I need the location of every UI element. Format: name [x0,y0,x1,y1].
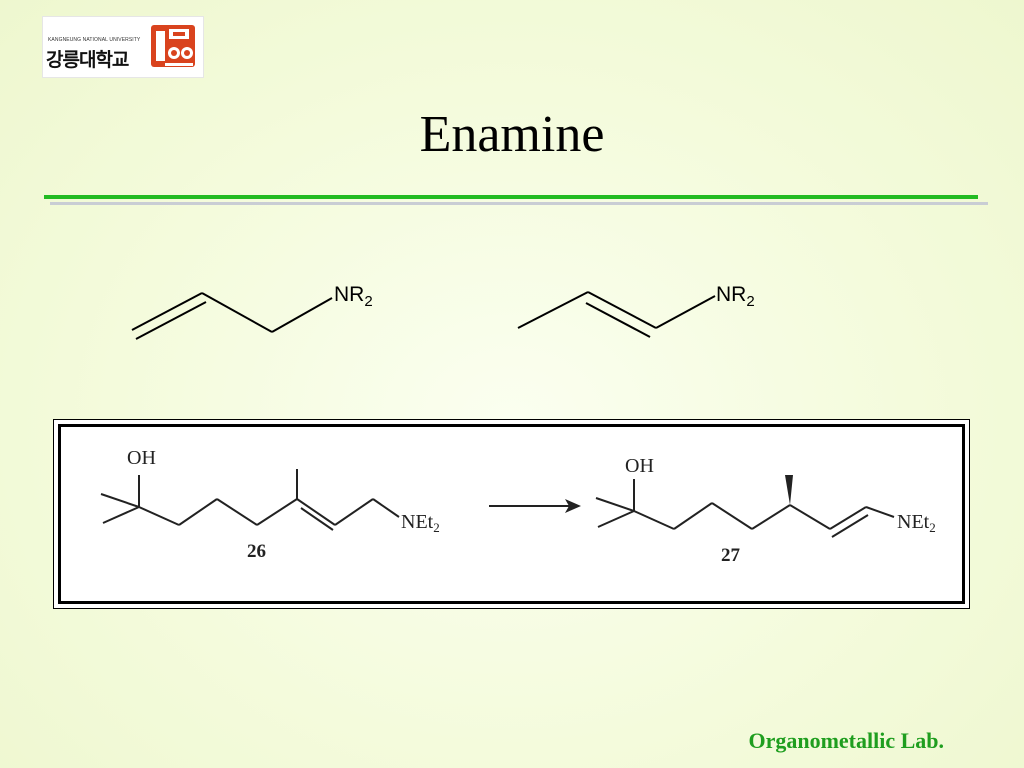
right-amine-subscript: 2 [746,293,755,310]
left-amine-group: NR [334,283,365,306]
university-logo-icon [151,25,195,67]
left-amine-subscript: 2 [364,293,373,310]
title-rule-shadow [50,202,988,205]
product-amine-group: NEt [897,511,930,533]
footer-lab-name: Organometallic Lab. [748,728,944,753]
reactant-amine-label: NEt2 [401,511,440,535]
allyl-amine-structure [131,292,333,340]
university-logo: KANGNEUNG NATIONAL UNIVERSITY 강릉대학교 [42,16,204,78]
reactant-oh-label: OH [127,447,156,469]
product-amine-subscript: 2 [929,520,936,535]
title-rule [44,195,978,199]
right-amine-label: NR2 [716,283,755,310]
product-amine-label: NEt2 [897,511,936,535]
compound-number-27: 27 [721,545,740,566]
reactant-26-structure [100,469,400,531]
logo-university-english: KANGNEUNG NATIONAL UNIVERSITY [48,37,141,43]
reaction-scheme: OH NEt2 26 OH NEt2 27 [58,424,965,604]
reactant-amine-subscript: 2 [433,520,440,535]
reaction-scheme-frame: OH NEt2 26 OH NEt2 27 [53,419,970,609]
product-27-structure [595,475,895,538]
slide-title: Enamine [419,106,605,163]
reactant-amine-group: NEt [401,511,434,533]
compound-number-26: 26 [247,541,266,562]
left-amine-label: NR2 [334,283,373,310]
enamine-structure [517,291,716,338]
right-amine-group: NR [716,283,747,306]
logo-university-korean: 강릉대학교 [46,49,129,71]
product-oh-label: OH [625,455,654,477]
reaction-arrow-icon [489,499,581,513]
